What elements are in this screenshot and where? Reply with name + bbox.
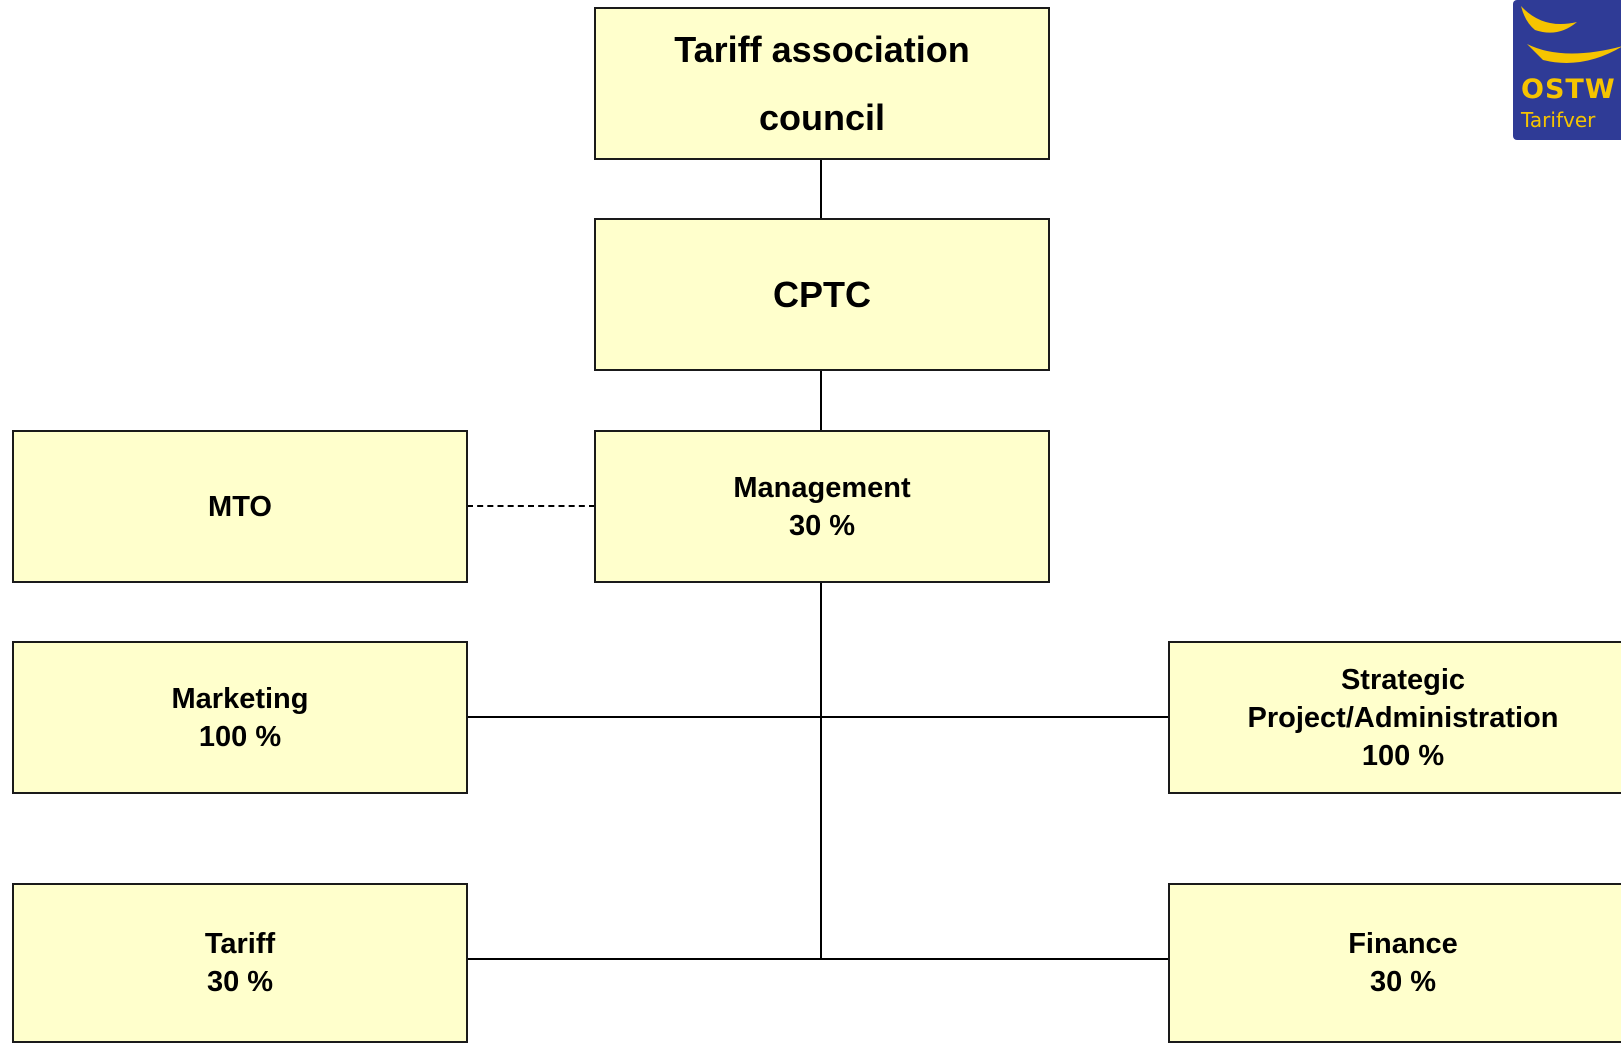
strategic-label-line1: Strategic xyxy=(1340,663,1466,696)
marketing-node: Marketing 100 % xyxy=(12,641,468,794)
swoosh-icon xyxy=(1521,6,1621,63)
strategic-node: Strategic Project/Administration 100 % xyxy=(1168,641,1621,794)
mto-node: MTO xyxy=(12,430,468,583)
marketing-percent: 100 % xyxy=(198,720,282,753)
management-label: Management xyxy=(733,471,911,504)
cptc-label: CPTC xyxy=(773,273,871,315)
connector-mto-management-dashed xyxy=(467,505,595,507)
tariff-label: Tariff xyxy=(204,928,276,960)
strategic-percent: 100 % xyxy=(1361,739,1445,772)
council-label-line1: Tariff association xyxy=(674,28,970,70)
connector-council-cptc xyxy=(820,159,822,219)
finance-percent: 30 % xyxy=(1369,966,1437,998)
ostw-logo: OSTW Tarifver xyxy=(1513,0,1621,140)
strategic-label-line2: Project/Administration xyxy=(1247,701,1559,734)
cptc-node: CPTC xyxy=(594,218,1050,371)
finance-node: Finance 30 % xyxy=(1168,883,1621,1043)
finance-label: Finance xyxy=(1348,928,1458,960)
connector-cptc-management xyxy=(820,370,822,431)
mto-label: MTO xyxy=(208,490,272,523)
council-label-line2: council xyxy=(758,96,886,138)
marketing-label: Marketing xyxy=(171,682,309,715)
connector-management-trunk xyxy=(820,582,822,960)
connector-tariff-finance xyxy=(467,958,1170,960)
tariff-node: Tariff 30 % xyxy=(12,883,468,1043)
logo-wordmark: OSTW xyxy=(1521,74,1616,105)
connector-marketing-strategic xyxy=(467,716,1170,718)
management-percent: 30 % xyxy=(788,509,856,542)
logo-subtitle: Tarifver xyxy=(1521,108,1596,132)
management-node: Management 30 % xyxy=(594,430,1050,583)
tariff-percent: 30 % xyxy=(206,966,274,998)
council-node: Tariff association council xyxy=(594,7,1050,160)
